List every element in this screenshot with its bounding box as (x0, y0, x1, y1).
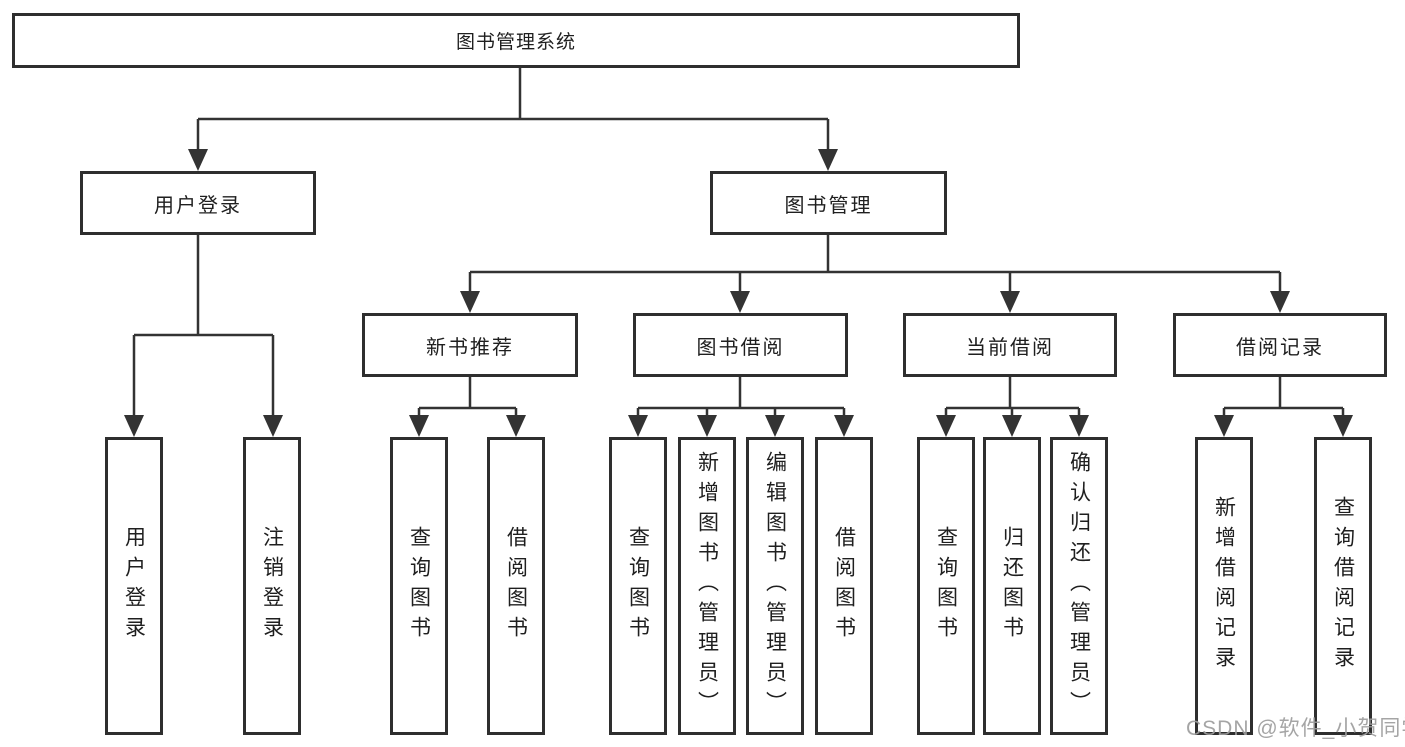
leaf-return-books: 归还图书 (983, 437, 1041, 735)
leaf-query-books-borrowing: 查询图书 (609, 437, 667, 735)
leaf-query-books-recommend: 查询图书 (390, 437, 448, 735)
leaf-confirm-return-admin: 确认归还（管理员） (1050, 437, 1108, 735)
leaf-query-borrow-record: 查询借阅记录 (1314, 437, 1372, 735)
node-book-management: 图书管理 (710, 171, 947, 235)
node-borrowing-records: 借阅记录 (1173, 313, 1387, 377)
leaf-borrow-books: 借阅图书 (815, 437, 873, 735)
leaf-edit-books-admin: 编辑图书（管理员） (746, 437, 804, 735)
leaf-user-login: 用户登录 (105, 437, 163, 735)
node-user-login: 用户登录 (80, 171, 316, 235)
csdn-watermark: CSDN @软件_小贺同学 (1186, 717, 1405, 740)
leaf-borrow-books-recommend: 借阅图书 (487, 437, 545, 735)
leaf-add-books-admin: 新增图书（管理员） (678, 437, 736, 735)
leaf-logout: 注销登录 (243, 437, 301, 735)
leaf-add-borrow-record: 新增借阅记录 (1195, 437, 1253, 735)
node-current-borrowing: 当前借阅 (903, 313, 1117, 377)
node-book-borrowing: 图书借阅 (633, 313, 848, 377)
node-library-management-system: 图书管理系统 (12, 13, 1020, 68)
leaf-query-books-current: 查询图书 (917, 437, 975, 735)
node-new-book-recommendation: 新书推荐 (362, 313, 578, 377)
